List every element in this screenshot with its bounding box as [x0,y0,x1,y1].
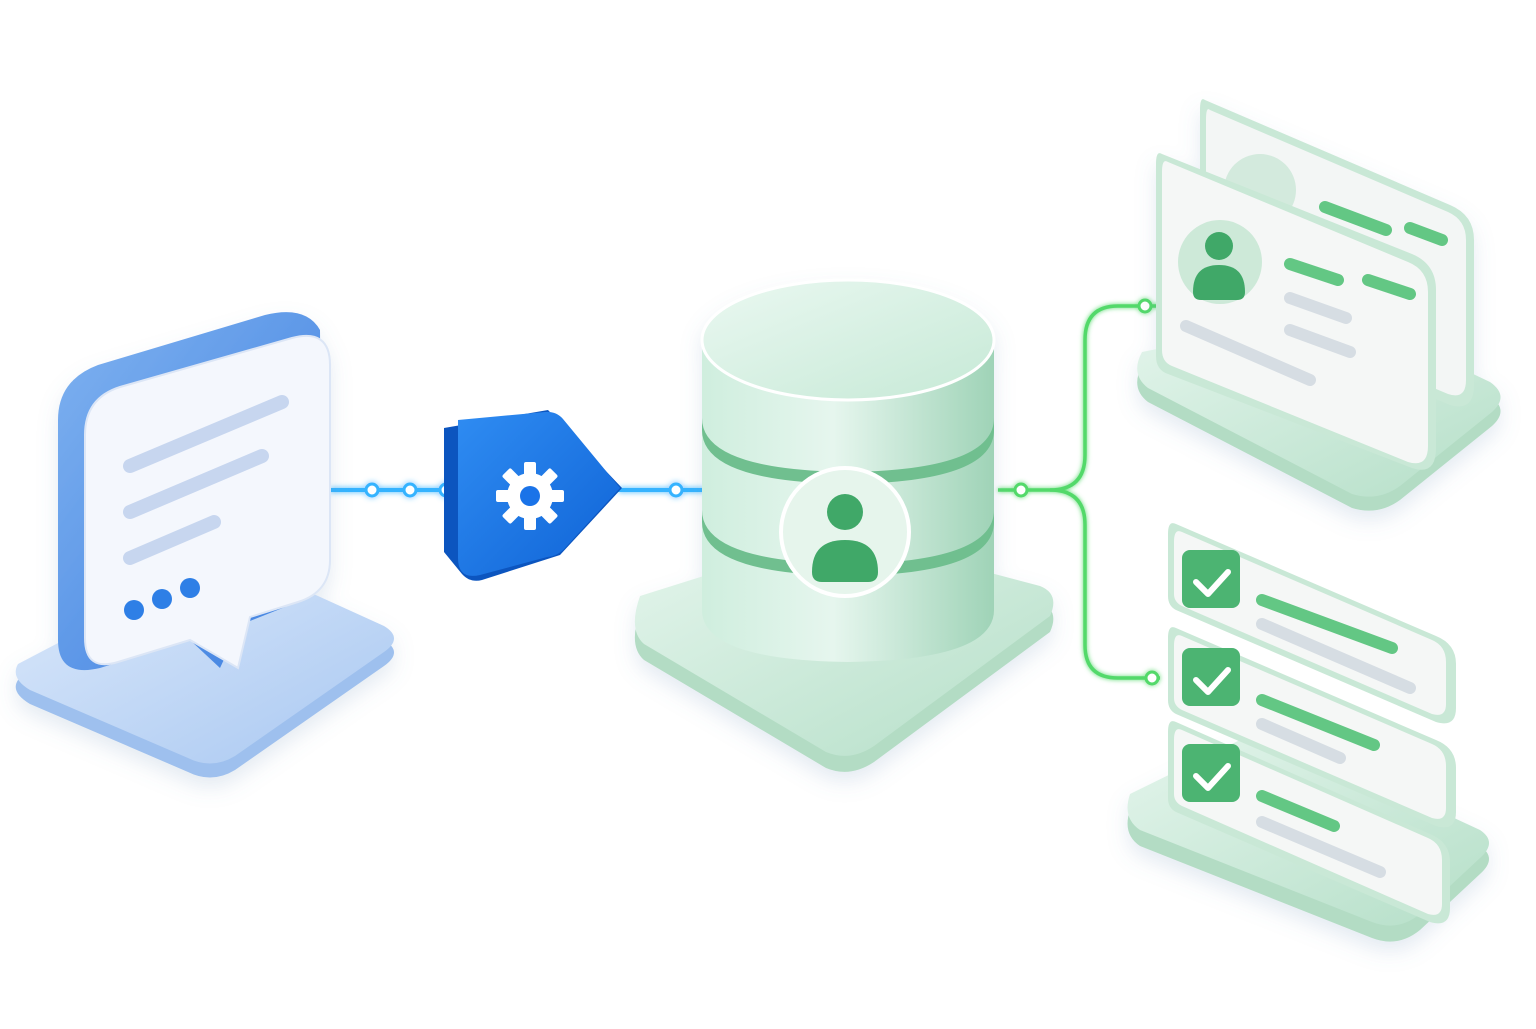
checklist-label-line [1256,718,1346,764]
user-database-node [634,278,1054,772]
checklist-label-line [1256,618,1416,694]
checklist-label-line [1256,594,1398,654]
checklist-items [1168,523,1456,924]
chat-bubble-icon [84,334,331,670]
typing-dot [124,600,144,620]
database-band [702,510,994,576]
chat-text-line [123,449,269,519]
connector-gear-to-database [618,482,705,498]
database-top [700,278,996,402]
connector-dot [1013,482,1029,498]
profile-cards-node [1137,99,1501,511]
profile-field-line [1284,324,1356,358]
connector-chat-to-gear [330,482,454,498]
profile-field-line [1284,292,1352,324]
profile-field-line [1284,258,1344,286]
checkbox-icon [1182,550,1240,608]
checklist-label-line [1256,816,1386,878]
checklist-label-line [1256,694,1380,751]
user-icon [1178,220,1262,304]
check-mark-icon [1193,763,1231,791]
checkbox-icon [1182,648,1240,706]
processor-node [444,410,622,581]
chat-message-node [15,312,394,778]
connector-dot [364,482,380,498]
check-mark-icon [1193,569,1231,597]
typing-dot [152,589,172,609]
checklist-item [1168,721,1450,924]
connector-dot [402,482,418,498]
connector-dot [1137,298,1153,314]
chat-text-line [123,395,289,473]
chat-text-line [123,515,221,565]
profile-field-line [1362,274,1416,300]
user-icon [779,466,911,598]
connector-database-to-outputs [998,298,1160,686]
connector-dot [1144,670,1160,686]
profile-field-line [1180,320,1316,386]
connector-dot [668,482,684,498]
checklist-item [1168,523,1456,724]
checklist-item [1168,627,1456,828]
database-band [702,418,994,484]
gear-icon [496,462,564,530]
checkbox-icon [1182,744,1240,802]
check-mark-icon [1193,667,1231,695]
checklist-label-line [1256,790,1340,832]
typing-dot [180,578,200,598]
